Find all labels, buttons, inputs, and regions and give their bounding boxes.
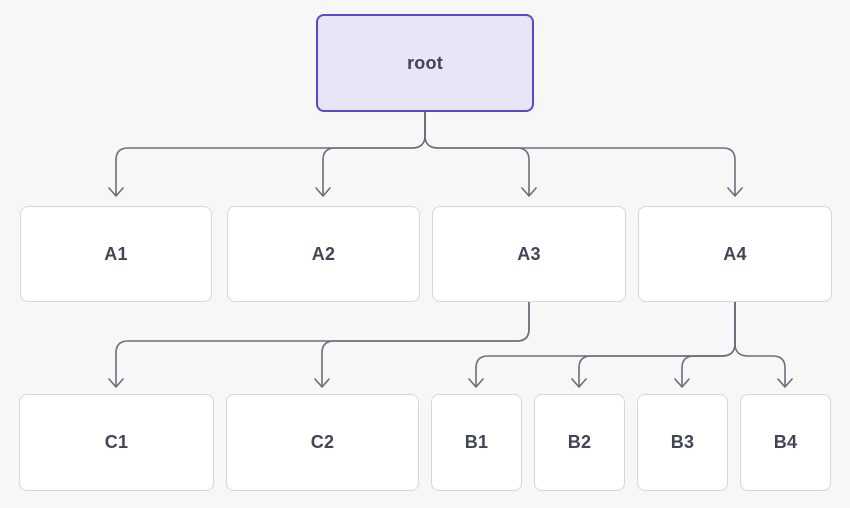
node-b4[interactable]: B4 — [740, 394, 831, 491]
edge-a3-c1 — [108, 301, 530, 388]
node-b1[interactable]: B1 — [431, 394, 522, 491]
node-c1-label: C1 — [104, 432, 129, 452]
node-c1[interactable]: C1 — [19, 394, 214, 491]
edge-a3-c2 — [314, 301, 530, 388]
edge-a4-b1 — [468, 301, 736, 388]
node-c2-label: C2 — [310, 432, 335, 452]
edge-root-a3 — [424, 111, 537, 197]
node-a3[interactable]: A3 — [432, 206, 626, 302]
node-a1-label: A1 — [104, 243, 128, 264]
node-b3[interactable]: B3 — [637, 394, 728, 491]
node-c2[interactable]: C2 — [226, 394, 419, 491]
node-root-label: root — [407, 52, 443, 73]
node-b3-label: B3 — [670, 432, 695, 452]
node-a2[interactable]: A2 — [227, 206, 420, 302]
node-root[interactable]: root — [316, 14, 534, 112]
edge-root-a2 — [315, 111, 426, 197]
node-a4[interactable]: A4 — [638, 206, 832, 302]
edge-root-a4 — [424, 111, 743, 197]
node-b1-label: B1 — [464, 432, 489, 452]
edge-a4-b2 — [571, 301, 736, 388]
node-a3-label: A3 — [517, 243, 541, 264]
node-b2[interactable]: B2 — [534, 394, 625, 491]
edge-a4-b4 — [734, 301, 793, 388]
edge-root-a1 — [108, 111, 426, 197]
node-b4-label: B4 — [773, 432, 798, 452]
node-b2-label: B2 — [567, 432, 592, 452]
node-a1[interactable]: A1 — [20, 206, 212, 302]
edge-a4-b3 — [674, 301, 736, 388]
node-a2-label: A2 — [311, 243, 336, 264]
node-a4-label: A4 — [723, 243, 747, 264]
